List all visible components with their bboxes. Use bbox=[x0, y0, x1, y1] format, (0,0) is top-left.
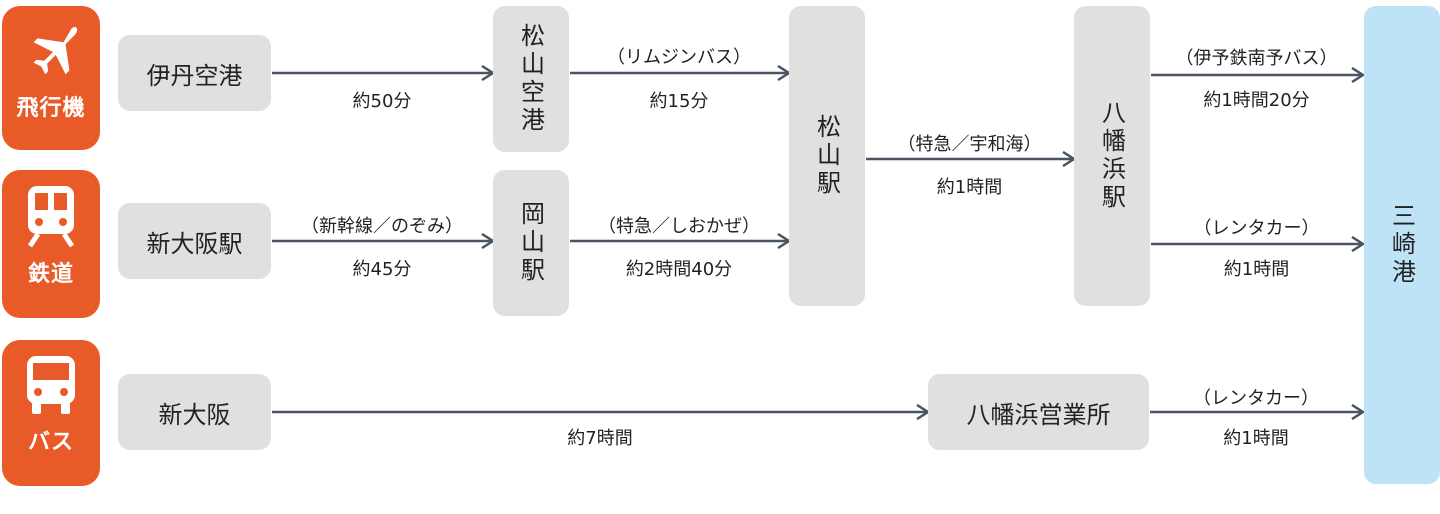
station-yawatahama-office: 八幡浜営業所 bbox=[928, 374, 1149, 450]
route-time: 約45分 bbox=[352, 259, 412, 280]
route-time: 約1時間 bbox=[1223, 428, 1289, 449]
mode-bus-label: バス bbox=[27, 430, 74, 455]
route-via: （特急／宇和海） bbox=[897, 134, 1042, 155]
station-matsuyama: 松山駅 bbox=[789, 6, 865, 306]
bus-icon bbox=[23, 354, 79, 420]
route-time: 約15分 bbox=[649, 91, 709, 112]
route-time: 約1時間20分 bbox=[1203, 90, 1310, 111]
station-matsuyama-airport: 松山空港 bbox=[493, 6, 569, 152]
mode-airplane: 飛行機 bbox=[2, 6, 100, 150]
route-via: （レンタカー） bbox=[1193, 388, 1319, 409]
route-via: （リムジンバス） bbox=[607, 47, 751, 68]
train-icon bbox=[24, 184, 78, 252]
station-shin-osaka-station: 新大阪駅 bbox=[118, 203, 271, 279]
route-via: （特急／しおかぜ） bbox=[598, 216, 760, 237]
station-shin-osaka: 新大阪 bbox=[118, 374, 271, 450]
mode-bus: バス bbox=[2, 340, 100, 486]
route-via: （新幹線／のぞみ） bbox=[301, 216, 463, 237]
route-time: 約2時間40分 bbox=[625, 259, 733, 280]
station-yawatahama: 八幡浜駅 bbox=[1074, 6, 1150, 306]
destination-misaki: 三崎港 bbox=[1364, 6, 1440, 484]
route-time: 約1時間 bbox=[936, 177, 1003, 198]
mode-rail-label: 鉄道 bbox=[27, 262, 74, 287]
route-time: 約50分 bbox=[352, 91, 412, 112]
route-time: 約7時間 bbox=[567, 428, 633, 449]
mode-airplane-label: 飛行機 bbox=[16, 96, 86, 121]
station-itami: 伊丹空港 bbox=[118, 35, 271, 111]
route-via: （レンタカー） bbox=[1193, 218, 1320, 239]
station-okayama: 岡山駅 bbox=[493, 170, 569, 316]
route-via: （伊予鉄南予バス） bbox=[1175, 48, 1338, 69]
route-time: 約1時間 bbox=[1223, 259, 1290, 280]
mode-rail: 鉄道 bbox=[2, 170, 100, 318]
airplane-icon bbox=[20, 20, 82, 86]
